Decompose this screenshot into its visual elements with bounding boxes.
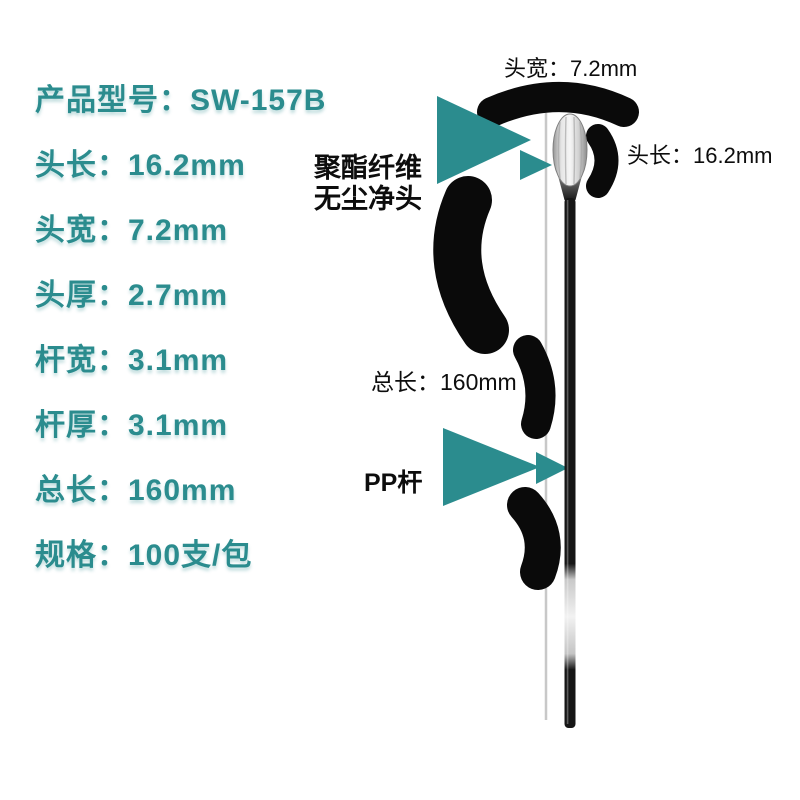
- brush-decor: [433, 82, 639, 590]
- rod-material-arrow-tip: [536, 452, 568, 484]
- swab-rod-glare: [566, 200, 569, 724]
- mid-brush-stroke-upper: [433, 176, 509, 354]
- rod-material-arrow: [443, 428, 540, 506]
- spec-list: 产品型号：SW-157B 头长：16.2mm 头宽：7.2mm 头厚：2.7mm…: [35, 68, 326, 588]
- label-head-width: 头宽：7.2mm: [504, 56, 638, 81]
- head-material-arrow-tip: [520, 150, 552, 180]
- mid-brush-stroke-lower: [513, 335, 556, 439]
- spec-row-pack-size: 规格：100支/包: [35, 539, 253, 572]
- spec-row-total-length: 总长：160mm: [35, 474, 237, 507]
- spec-row-model: 产品型号：SW-157B: [35, 84, 327, 117]
- label-head-material-line1: 聚酯纤维: [314, 153, 422, 183]
- spec-row-head-width: 头宽：7.2mm: [35, 214, 229, 247]
- spec-row-rod-thickness: 杆厚：3.1mm: [35, 409, 229, 442]
- head-width-brush-arc: [477, 82, 639, 127]
- label-head-material: 聚酯纤维 无尘净头: [314, 153, 422, 215]
- spec-row-rod-width: 杆宽：3.1mm: [35, 344, 229, 377]
- pointer-arrows: [437, 96, 568, 506]
- spec-row-head-length: 头长：16.2mm: [35, 149, 246, 182]
- swab-head: [552, 113, 588, 187]
- label-head-material-line2: 无尘净头: [314, 184, 422, 214]
- label-head-length: 头长：16.2mm: [627, 143, 773, 168]
- lower-brush-stroke: [507, 487, 561, 590]
- head-length-brush-mark: [586, 124, 619, 198]
- swab-rod: [564, 198, 576, 728]
- label-total-length: 总长：160mm: [371, 369, 517, 395]
- swab-head-fiber-texture: [557, 116, 583, 185]
- spec-row-head-thickness: 头厚：2.7mm: [35, 279, 229, 312]
- head-material-arrow: [437, 96, 531, 184]
- swab: [552, 113, 588, 728]
- label-rod-material: PP杆: [364, 469, 423, 497]
